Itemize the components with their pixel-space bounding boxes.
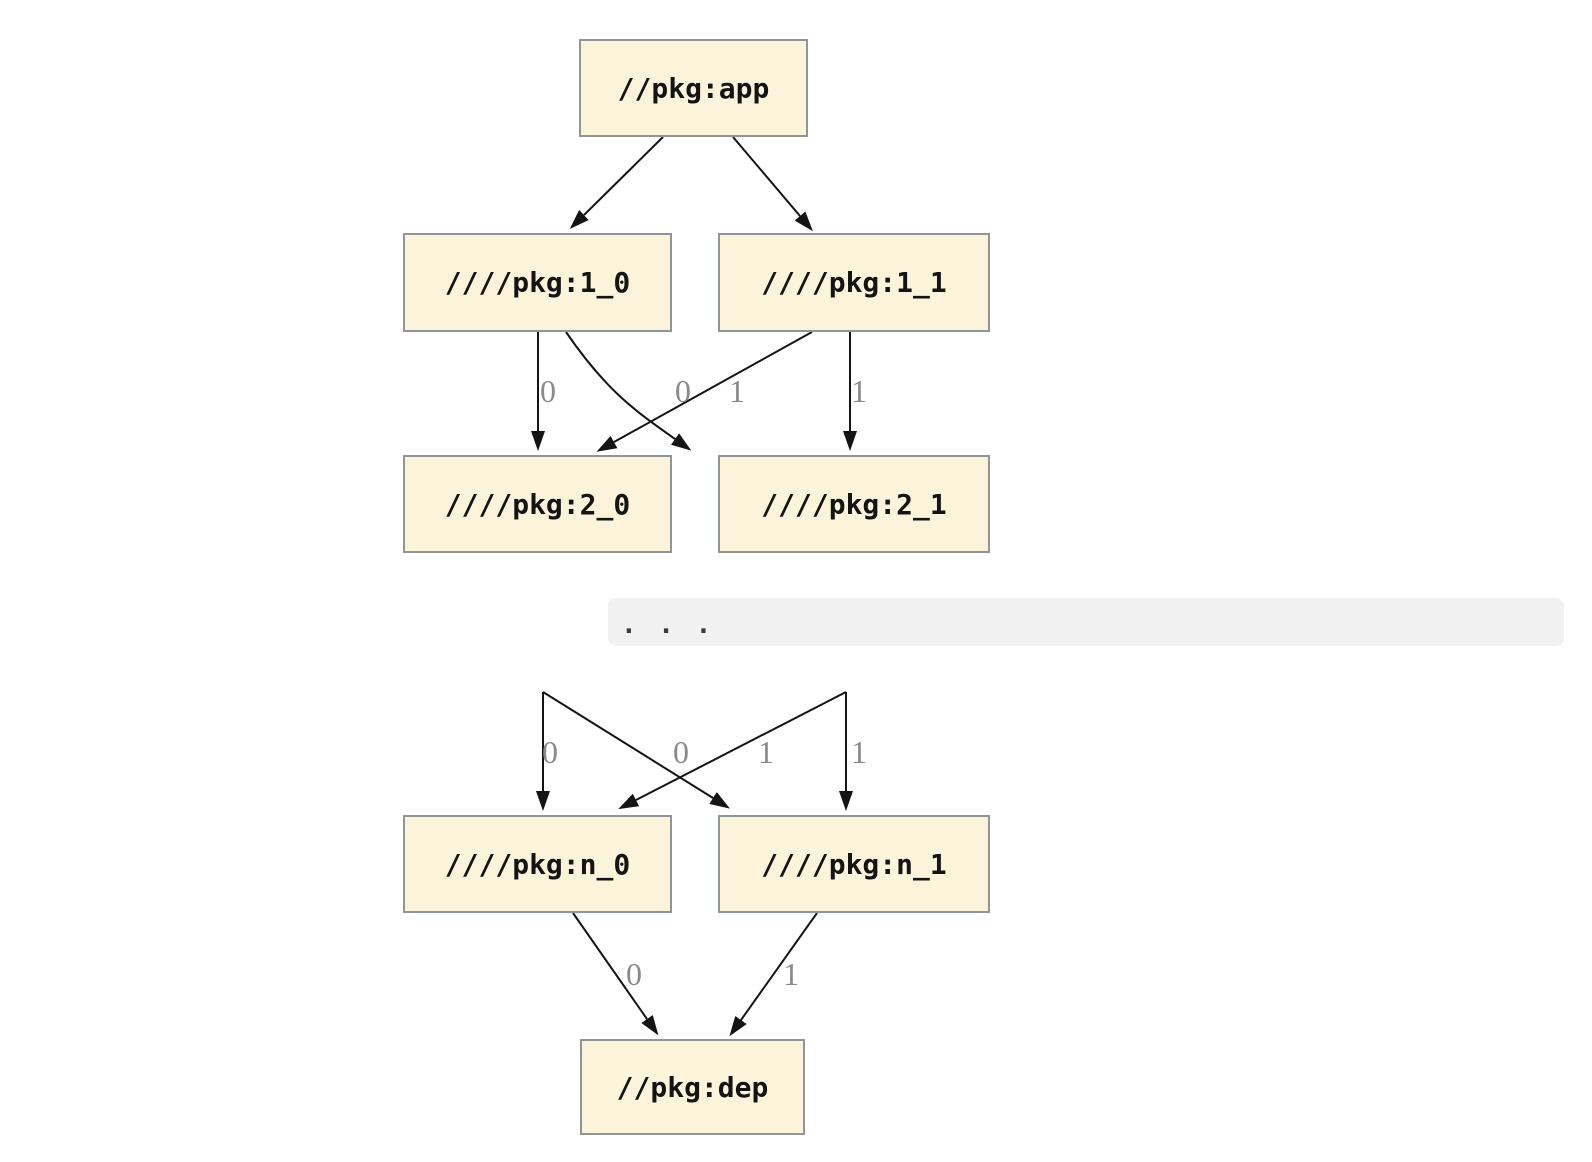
edge-app-to-1_1: [732, 136, 813, 232]
edge-elided-to-n_0-cross: [618, 691, 847, 810]
node-label: //pkg:dep: [616, 1070, 769, 1104]
graph-node-1_0: ////pkg:1_0: [403, 233, 672, 332]
edge-elided-to-n_1-cross: [542, 691, 730, 809]
graph-node-app: //pkg:app: [579, 39, 808, 137]
node-label: ////pkg:2_0: [444, 487, 631, 521]
graph-node-n_1: ////pkg:n_1: [718, 815, 990, 913]
node-label: ////pkg:n_0: [444, 847, 631, 881]
edge-label-1_0-to-2_0: 0: [540, 373, 556, 409]
edge-label-1_1-to-2_0: 0: [675, 373, 691, 409]
edge-label-elided-to-n_0-cross: 0: [673, 734, 689, 770]
edge-n_1-to-dep: [729, 912, 818, 1037]
edge-n_0-to-dep: [572, 912, 659, 1036]
edge-app-to-1_0: [569, 136, 664, 230]
graph-node-1_1: ////pkg:1_1: [718, 233, 990, 332]
graph-node-2_1: ////pkg:2_1: [718, 455, 990, 553]
graph-node-2_0: ////pkg:2_0: [403, 455, 672, 553]
edge-label-n_1-to-dep: 1: [783, 956, 799, 992]
edge-label-n_0-to-dep: 0: [626, 956, 642, 992]
node-label: //pkg:app: [617, 71, 770, 105]
edge-1_1-to-2_0: [596, 331, 813, 452]
node-label: ////pkg:2_1: [761, 487, 947, 521]
node-label: ////pkg:n_1: [761, 847, 947, 881]
graph-node-dep: //pkg:dep: [580, 1039, 805, 1135]
edge-label-1_1-to-2_1: 1: [851, 373, 867, 409]
edge-label-elided-to-n_1-cross: 1: [758, 734, 774, 770]
edge-label-elided-to-n_1: 1: [851, 734, 867, 770]
edge-label-elided-to-n_0: 0: [542, 734, 558, 770]
node-label: ////pkg:1_0: [444, 266, 631, 299]
edge-label-1_0-to-2_1: 1: [729, 373, 745, 409]
node-label: ////pkg:1_1: [761, 266, 947, 299]
graph-node-n_0: ////pkg:n_0: [403, 815, 672, 913]
ellipsis-band: . . .: [608, 598, 1564, 646]
ellipsis-text: . . .: [621, 610, 715, 640]
edge-1_0-to-2_1: [565, 331, 692, 451]
